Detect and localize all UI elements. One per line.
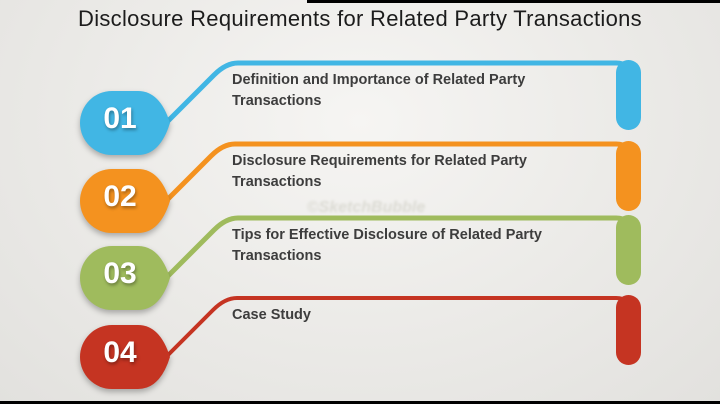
- item-4-end-capsule: [616, 295, 641, 365]
- letterbox-bottom-bar: [0, 401, 720, 404]
- slide-title: Disclosure Requirements for Related Part…: [78, 6, 642, 31]
- item-1-end-capsule: [616, 60, 641, 130]
- item-2-label: Disclosure Requirements for Related Part…: [232, 153, 527, 190]
- item-3-number: 03: [103, 257, 137, 290]
- item-4-number: 04: [103, 336, 137, 369]
- item-4-badge-shape: [80, 325, 170, 389]
- item-1-number: 01: [103, 102, 137, 135]
- item-3-end-capsule: [616, 215, 641, 285]
- item-2-end-capsule: [616, 141, 641, 211]
- item-2-number: 02: [103, 180, 137, 213]
- item-3-label: Tips for Effective Disclosure of Related…: [232, 227, 542, 264]
- item-4-label: Case Study: [232, 307, 311, 323]
- item-3-badge-shape: [80, 246, 170, 310]
- item-1-badge-shape: [80, 91, 170, 155]
- watermark: ©SketchBubble: [306, 199, 426, 216]
- item-2-badge-shape: [80, 169, 170, 233]
- item-1-label: Definition and Importance of Related Par…: [232, 72, 526, 109]
- letterbox-top-bar: [307, 0, 720, 3]
